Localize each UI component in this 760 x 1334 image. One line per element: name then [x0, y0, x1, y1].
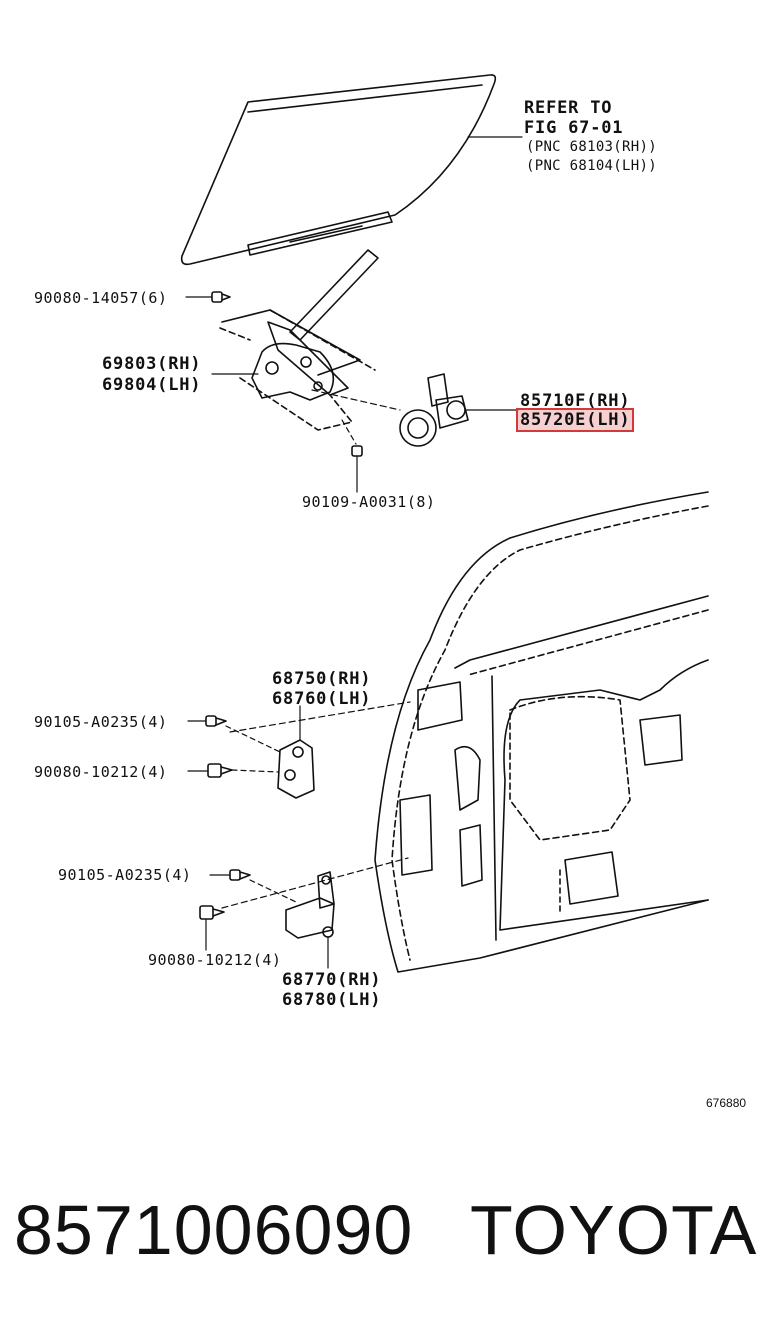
bolt-icon [185, 291, 231, 303]
refer-line-1: REFER TO [524, 98, 613, 118]
brand-name: TOYOTA [470, 1191, 758, 1269]
label-screw-mid: 90109-A0031(8) [302, 493, 436, 511]
motor-icon [399, 373, 519, 447]
bolt-icon [187, 763, 279, 778]
label-hinge-lower-rh: 68770(RH) [282, 970, 382, 990]
label-bolt-upper-b: 90080-10212(4) [34, 763, 168, 781]
label-motor-lh-highlighted[interactable]: 85720E(LH) [515, 408, 635, 432]
bolt-icon [199, 905, 225, 951]
label-hinge-upper-lh: 68760(LH) [272, 689, 372, 709]
bolt-icon [187, 715, 281, 753]
label-bolt-upper-a: 90105-A0235(4) [34, 713, 168, 731]
upper-hinge-icon [229, 701, 411, 799]
refer-line-3: (PNC 68103(RH)) [526, 139, 657, 155]
label-bolt-lower-a: 90105-A0235(4) [58, 866, 192, 884]
parts-diagram [180, 74, 709, 973]
bolt-icon [209, 869, 297, 903]
label-bolt-top: 90080-14057(6) [34, 289, 168, 307]
lower-hinge-icon [221, 857, 409, 969]
part-number: 8571006090 [14, 1191, 414, 1269]
door-panel [374, 491, 709, 973]
refer-line-2: FIG 67-01 [524, 118, 624, 138]
label-bolt-lower-b: 90080-10212(4) [148, 951, 282, 969]
label-hinge-upper-rh: 68750(RH) [272, 669, 372, 689]
door-glass [180, 74, 523, 266]
refer-line-4: (PNC 68104(LH)) [526, 158, 657, 174]
label-regulator-rh: 69803(RH) [102, 354, 202, 374]
figure-id: 676880 [706, 1096, 747, 1110]
label-hinge-lower-lh: 68780(LH) [282, 990, 382, 1010]
screw-icon [341, 419, 363, 493]
window-regulator [211, 249, 401, 431]
label-regulator-lh: 69804(LH) [102, 375, 202, 395]
label-motor-rh: 85710F(RH) [520, 391, 631, 411]
